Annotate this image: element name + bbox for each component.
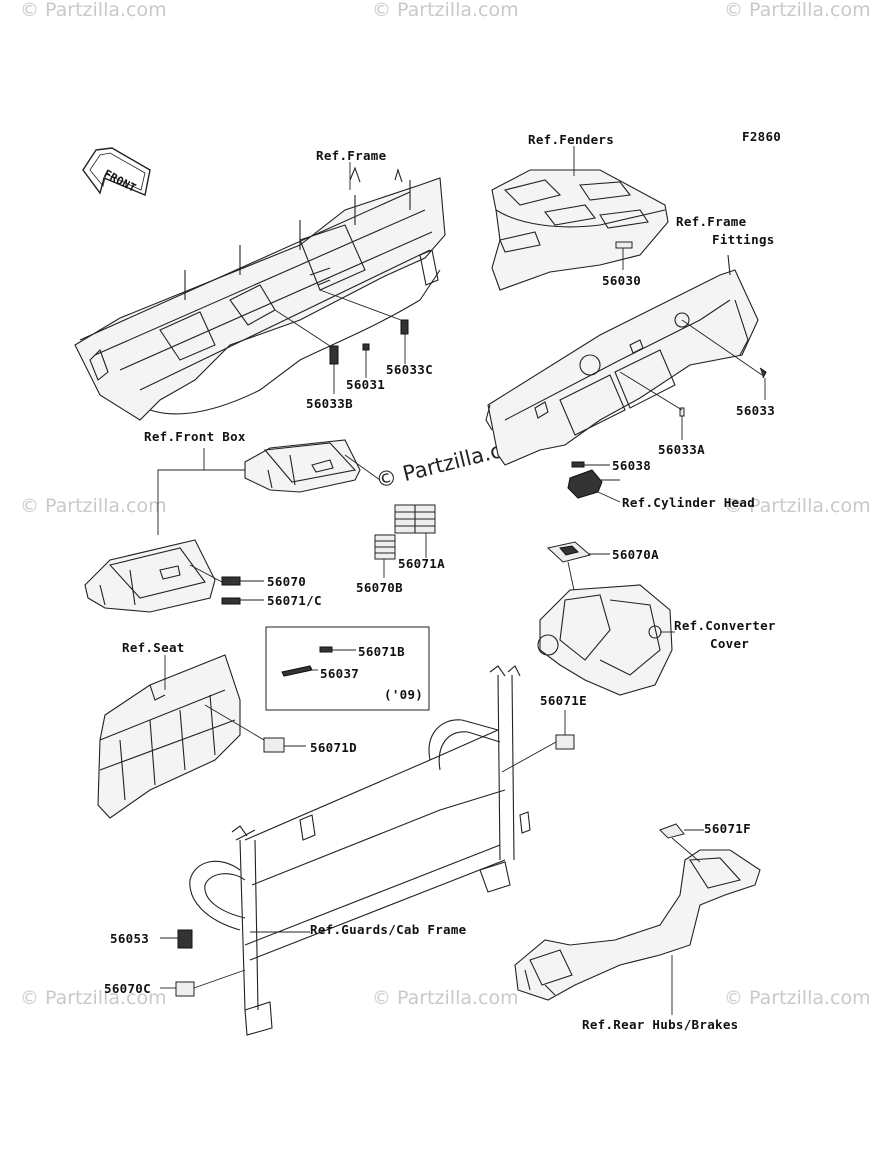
label-56070: 56070 <box>267 574 306 589</box>
label-56071C: 56071/C <box>267 593 322 608</box>
decal-56070 <box>221 576 241 586</box>
label-56070C: 56070C <box>104 981 151 996</box>
main-frame-drawing <box>74 166 446 421</box>
watermark-mid-right: © Partzilla.com <box>724 495 871 517</box>
watermark-top-left: © Partzilla.com <box>20 0 167 21</box>
ref-front-box-label: Ref.Front Box <box>144 429 246 444</box>
ref-converter-cover-label-2: Cover <box>710 636 749 651</box>
label-56033A: 56033A <box>658 442 705 457</box>
ref-seat-label: Ref.Seat <box>122 640 185 655</box>
decal-56071F <box>659 823 685 839</box>
decal-56071B <box>319 646 333 653</box>
decal-56030 <box>615 241 633 249</box>
watermark-top-center: © Partzilla.com <box>372 0 519 21</box>
label-56033C: 56033C <box>386 362 433 377</box>
label-56070A: 56070A <box>612 547 659 562</box>
label-56071E: 56071E <box>540 693 587 708</box>
decal-56070A <box>546 541 592 563</box>
label-56030: 56030 <box>602 273 641 288</box>
dashboard-drawing <box>485 254 759 466</box>
watermark-bottom-left: © Partzilla.com <box>20 987 167 1009</box>
rear-hubs-drawing <box>514 849 761 1001</box>
front-box-lower-drawing <box>84 539 216 613</box>
ref-frame-label: Ref.Frame <box>316 148 387 163</box>
decal-56033B <box>329 345 339 365</box>
label-56031: 56031 <box>346 377 385 392</box>
decal-56071E <box>555 734 575 750</box>
ref-guards-cab-frame-label: Ref.Guards/Cab Frame <box>310 922 467 937</box>
decal-56031 <box>362 343 370 351</box>
decal-56070C <box>175 981 195 997</box>
fender-drawing <box>491 169 669 291</box>
label-56038: 56038 <box>612 458 651 473</box>
label-56070B: 56070B <box>356 580 403 595</box>
decal-56071C <box>221 597 241 605</box>
converter-cover-drawing <box>537 584 673 696</box>
label-56071D: 56071D <box>310 740 357 755</box>
model-year-box: 56071B 56037 ('09) <box>265 626 430 711</box>
watermark-top-right: © Partzilla.com <box>724 0 871 21</box>
decal-56070B <box>374 534 396 560</box>
ref-frame-fittings-label-2: Fittings <box>712 232 775 247</box>
label-56071F: 56071F <box>704 821 751 836</box>
decal-56053 <box>177 929 193 949</box>
label-56071A: 56071A <box>398 556 445 571</box>
ref-converter-cover-label-1: Ref.Converter <box>674 618 776 633</box>
ref-fenders-label: Ref.Fenders <box>528 132 614 147</box>
label-56053: 56053 <box>110 931 149 946</box>
decal-56033C <box>400 319 409 335</box>
figure-code: F2860 <box>742 129 781 144</box>
cylinder-head-part <box>567 469 603 499</box>
decal-56071A <box>394 504 436 534</box>
watermark-mid-left: © Partzilla.com <box>20 495 167 517</box>
decal-56033 <box>759 367 767 379</box>
label-56033: 56033 <box>736 403 775 418</box>
ref-frame-fittings-label-1: Ref.Frame <box>676 214 747 229</box>
cab-frame-drawing <box>189 665 531 1036</box>
watermark-bottom-right: © Partzilla.com <box>724 987 871 1009</box>
front-box-upper-drawing <box>244 439 361 493</box>
seat-drawing <box>97 654 241 819</box>
decal-56038 <box>571 461 585 468</box>
front-arrow: FRONT <box>82 147 151 196</box>
ref-cylinder-head-label: Ref.Cylinder Head <box>622 495 755 510</box>
decal-56037 <box>281 665 313 677</box>
label-56033B: 56033B <box>306 396 353 411</box>
watermark-bottom-center: © Partzilla.com <box>372 987 519 1009</box>
label-56071B: 56071B <box>358 644 405 659</box>
box-note: ('09) <box>384 687 423 702</box>
label-56037: 56037 <box>320 666 359 681</box>
decal-56071D <box>263 737 285 753</box>
ref-rear-hubs-brakes-label: Ref.Rear Hubs/Brakes <box>582 1017 739 1032</box>
